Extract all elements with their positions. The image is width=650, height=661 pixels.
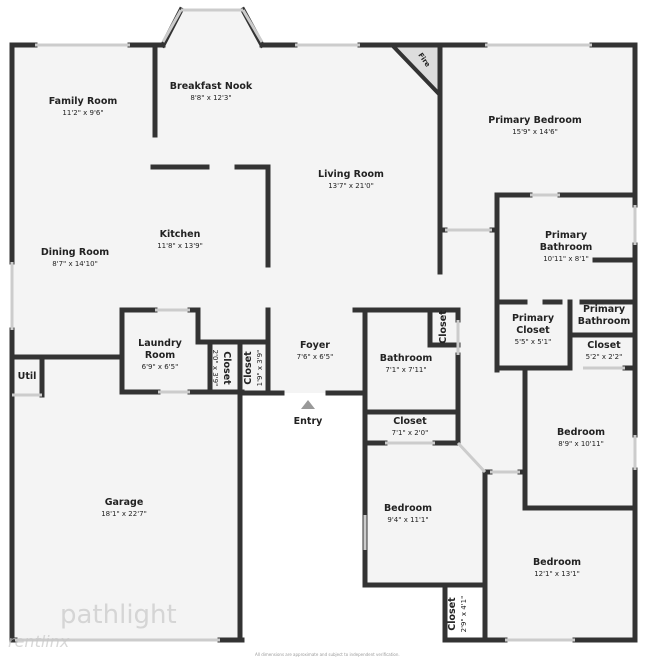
room-label: Breakfast Nook 8'8" x 12'3"	[170, 81, 252, 103]
room-dimensions: 13'7" x 21'0"	[328, 182, 374, 190]
room-label: Util	[18, 371, 37, 383]
room-label: Closet 5'2" x 2'2"	[586, 340, 623, 362]
room-name: Family Room	[48, 96, 118, 107]
room-name: Breakfast Nook	[169, 81, 253, 92]
room-name: Closet	[221, 351, 232, 385]
room-name: Garage	[104, 497, 144, 508]
room-label: Primary Bathroom 10'11" x 8'1"	[531, 230, 601, 264]
room-label: Primary Closet 5'5" x 5'1"	[498, 313, 568, 347]
room-label: Garage 18'1" x 22'7"	[101, 497, 147, 519]
room-name: Closet	[447, 597, 458, 631]
room-label: Living Room 13'7" x 21'0"	[318, 169, 384, 191]
room-dimensions: 15'9" x 14'6"	[512, 128, 558, 136]
window-or-door	[161, 9, 183, 43]
room-dimensions: 1'9" x 3'9"	[256, 349, 264, 387]
room-dimensions: 9'4" x 11'1"	[387, 516, 429, 524]
room-dimensions: 2'9" x 4'1"	[460, 595, 468, 633]
entry-label: Entry	[293, 416, 323, 427]
room-name: Primary Closet	[511, 313, 555, 336]
window-or-door	[456, 441, 487, 474]
room-name: Closet	[438, 310, 449, 344]
window-or-door	[241, 9, 264, 43]
room-label: Bedroom 8'9" x 10'11"	[557, 427, 605, 449]
room-label: Laundry Room 6'9" x 6'5"	[125, 338, 195, 372]
room-name: Dining Room	[40, 247, 110, 258]
room-dimensions: 11'2" x 9'6"	[62, 109, 104, 117]
room-label: Primary Bedroom 15'9" x 14'6"	[488, 115, 582, 137]
room-dimensions: 7'1" x 7'11"	[385, 366, 427, 374]
pathlight-watermark: pathlight	[60, 600, 177, 630]
room-dimensions: 10'11" x 8'1"	[543, 255, 589, 263]
disclaimer: All dimensions are approximate and subje…	[255, 652, 400, 657]
room-name: Primary Bathroom	[539, 230, 593, 253]
room-dimensions: 2'0" x 3'9"	[211, 349, 219, 387]
room-name: Bedroom	[383, 503, 433, 514]
room-dimensions: 12'1" x 13'1"	[534, 570, 580, 578]
room-dimensions: 5'5" x 5'1"	[514, 338, 552, 346]
room-dimensions: 6'9" x 6'5"	[141, 363, 179, 371]
rentlinx-watermark: rentlinx	[8, 632, 70, 651]
room-name: Bedroom	[556, 427, 606, 438]
room-name: Util	[17, 371, 37, 382]
room-label: Closet 7'1" x 2'0"	[392, 416, 429, 438]
room-label: Bathroom 7'1" x 7'11"	[380, 353, 433, 375]
room-label: Family Room 11'2" x 9'6"	[49, 96, 118, 118]
room-name: Laundry Room	[138, 338, 182, 361]
room-label: Foyer 7'6" x 6'5"	[297, 340, 334, 362]
room-name: Closet	[587, 340, 621, 351]
room-dimensions: 8'9" x 10'11"	[558, 440, 604, 448]
room-label: Dining Room 8'7" x 14'10"	[41, 247, 109, 269]
room-dimensions: 7'6" x 6'5"	[296, 353, 334, 361]
room-dimensions: 5'2" x 2'2"	[585, 353, 623, 361]
room-name: Foyer	[300, 340, 330, 351]
room-dimensions: 18'1" x 22'7"	[101, 510, 147, 518]
room-label: Primary Bathroom	[569, 304, 639, 328]
room-name: Primary Bathroom	[577, 304, 631, 327]
entry-arrow-icon	[301, 400, 315, 409]
room-label: Kitchen 11'8" x 13'9"	[157, 229, 203, 251]
room-name: Closet	[243, 351, 254, 385]
room-name: Living Room	[318, 169, 384, 180]
room-label: Bedroom 12'1" x 13'1"	[533, 557, 581, 579]
room-label: Closet	[438, 310, 450, 343]
room-dimensions: 8'7" x 14'10"	[52, 260, 98, 268]
room-name: Bedroom	[532, 557, 582, 568]
room-dimensions: 11'8" x 13'9"	[157, 242, 203, 250]
room-label: Bedroom 9'4" x 11'1"	[384, 503, 432, 525]
room-name: Kitchen	[159, 229, 201, 240]
room-dimensions: 7'1" x 2'0"	[391, 429, 429, 437]
room-dimensions: 8'8" x 12'3"	[190, 94, 232, 102]
room-name: Primary Bedroom	[488, 115, 582, 126]
room-name: Bathroom	[379, 353, 433, 364]
room-name: Closet	[393, 416, 427, 427]
